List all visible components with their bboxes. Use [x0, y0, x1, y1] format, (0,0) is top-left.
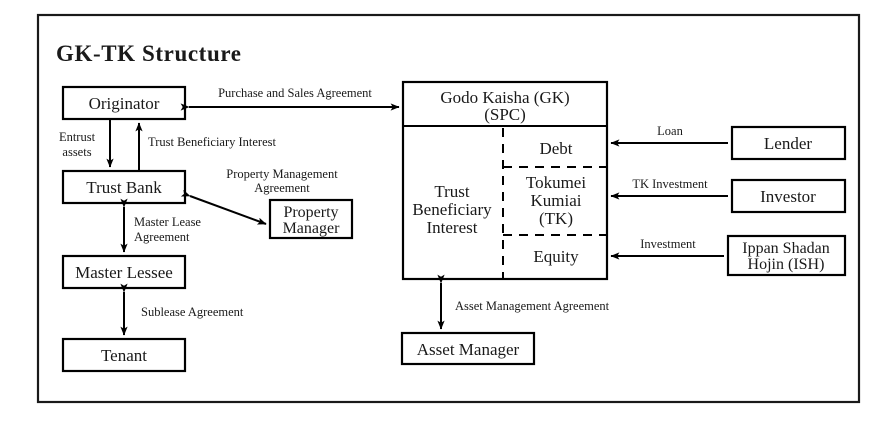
- node-trust-beneficiary-interest-line1: Trust: [434, 182, 470, 201]
- page-title: GK-TK Structure: [56, 41, 242, 66]
- edge-sublease-agreement-label: Sublease Agreement: [141, 305, 244, 319]
- node-master-lessee-label: Master Lessee: [75, 263, 173, 282]
- node-originator[interactable]: [61, 85, 187, 121]
- edge-entrust-assets-label-line1: Entrust: [59, 130, 96, 144]
- node-property-manager[interactable]: [268, 198, 354, 240]
- edge-trust-beneficiary-interest-label: Trust Beneficiary Interest: [148, 135, 277, 149]
- node-ippan-shadan-hojin-line1: Ippan Shadan: [742, 240, 830, 257]
- edge-master-lease-agreement-label-line1: Master Lease: [134, 215, 201, 229]
- node-investor[interactable]: [730, 178, 847, 214]
- node-asset-manager-label: Asset Manager: [417, 340, 520, 359]
- node-tokumei-kumiai-line1: Tokumei: [526, 173, 586, 192]
- node-originator-label: Originator: [89, 94, 160, 113]
- edge-purchase-and-sales-agreement-label: Purchase and Sales Agreement: [218, 86, 372, 100]
- node-equity-label: Equity: [533, 247, 579, 266]
- node-ippan-shadan-hojin-line2: Hojin (ISH): [748, 256, 825, 273]
- diagram-frame: [36, 13, 861, 404]
- node-tokumei-kumiai-line3: (TK): [539, 209, 573, 228]
- node-godo-kaisha-label-line1: Godo Kaisha (GK): [440, 88, 569, 107]
- node-investor-label: Investor: [760, 187, 816, 206]
- edge-entrust-assets-label-line2: assets: [62, 145, 91, 159]
- node-ippan-shadan-hojin[interactable]: [726, 234, 847, 277]
- edge-property-management-agreement-label-line2: Agreement: [254, 181, 310, 195]
- node-tokumei-kumiai-line2: Kumiai: [531, 191, 582, 210]
- edge-investment-label: Investment: [640, 237, 696, 251]
- node-property-manager-label-line2: Manager: [283, 220, 341, 237]
- edge-master-lease-agreement-label-line2: Agreement: [134, 230, 190, 244]
- node-trust-beneficiary-interest-line3: Interest: [427, 218, 478, 237]
- edge-property-management-agreement: [180, 189, 267, 225]
- node-trust-bank-label: Trust Bank: [86, 178, 162, 197]
- edge-asset-management-agreement-label: Asset Management Agreement: [455, 299, 610, 313]
- node-godo-kaisha-container[interactable]: [401, 80, 609, 281]
- node-property-manager-label-line1: Property: [283, 204, 338, 221]
- node-tenant-label: Tenant: [101, 346, 147, 365]
- node-asset-manager[interactable]: [400, 331, 536, 366]
- node-master-lessee[interactable]: [61, 254, 187, 290]
- node-tenant[interactable]: [61, 337, 187, 373]
- node-trust-beneficiary-interest-line2: Beneficiary: [412, 200, 492, 219]
- edge-property-management-agreement-label-line1: Property Management: [226, 167, 338, 181]
- node-lender[interactable]: [730, 125, 847, 161]
- edge-loan-label: Loan: [657, 124, 683, 138]
- edge-tk-investment-label: TK Investment: [632, 177, 708, 191]
- node-lender-label: Lender: [764, 134, 812, 153]
- node-debt-label: Debt: [539, 139, 572, 158]
- node-godo-kaisha-label-line2: (SPC): [484, 105, 526, 124]
